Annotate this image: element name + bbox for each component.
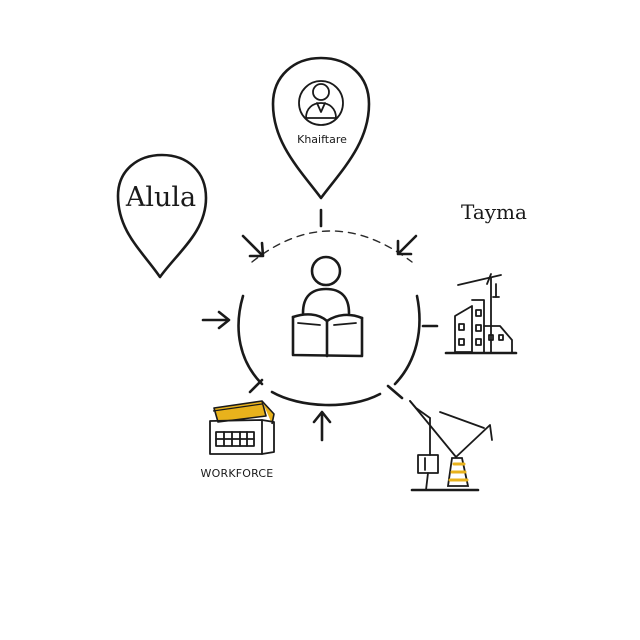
pin-khaibar-label: Khaiftare: [297, 133, 347, 146]
person-reading-icon: [291, 255, 364, 358]
arrow-bottom: [312, 410, 332, 442]
connector-bottom-right: [386, 384, 404, 400]
arrow-left: [201, 310, 231, 330]
connector-bottom-left: [248, 378, 264, 394]
location-pin-icon: [116, 153, 208, 279]
arrow-top-left: [241, 234, 265, 258]
hub-circle: [237, 230, 421, 407]
person-pin-icon: [271, 56, 371, 200]
workforce-grid: [215, 431, 255, 447]
building-windows: [458, 309, 504, 346]
tayma-label: Tayma: [461, 200, 527, 224]
excavator-icon: [409, 400, 493, 492]
pin-alula-label: Alula: [125, 182, 196, 213]
pin-khaibar: Khaiftare: [271, 56, 371, 200]
arrow-top-right: [396, 234, 418, 256]
workforce-label: WORKFORCE: [201, 467, 274, 480]
pin-alula: Alula: [116, 153, 208, 279]
incoming-arrows: [201, 208, 439, 442]
workforce-box-icon: WORKFORCE: [201, 400, 275, 480]
crane-buildings-icon: [444, 273, 518, 355]
person-avatar-icon: [298, 80, 344, 126]
